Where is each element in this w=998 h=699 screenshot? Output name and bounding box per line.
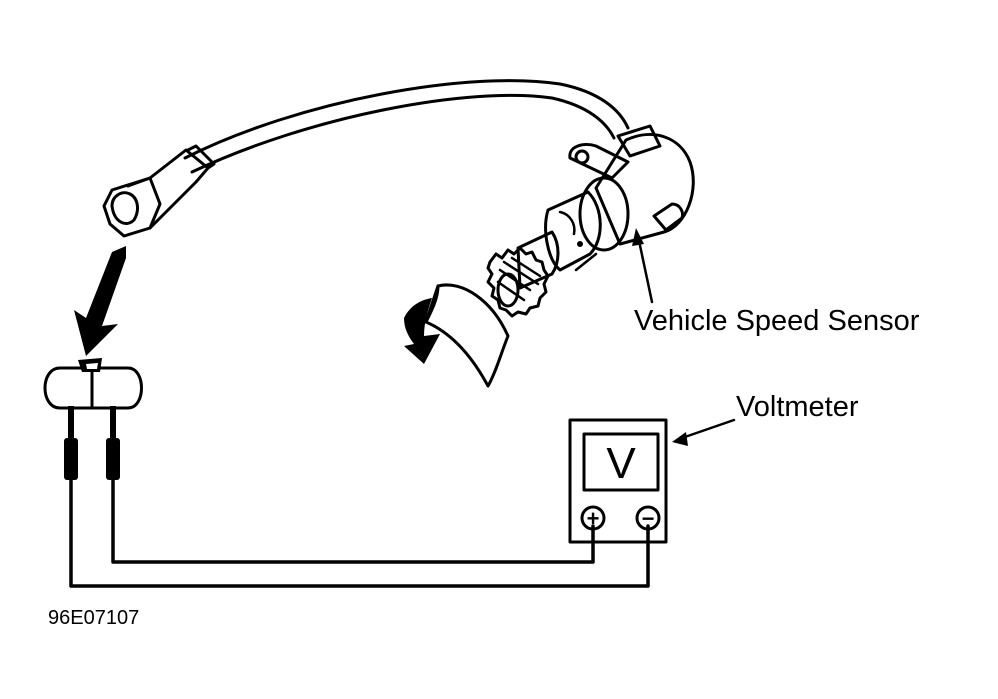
sensor-label: Vehicle Speed Sensor [634, 305, 920, 337]
vehicle-speed-sensor [486, 124, 695, 318]
harness-connector [102, 144, 216, 238]
drive-gear [486, 246, 550, 318]
connector-down-arrow [74, 246, 126, 356]
sensor-pointer [632, 228, 654, 304]
test-connector [43, 358, 143, 410]
voltmeter-label: Voltmeter [736, 391, 859, 423]
meter-pointer [672, 418, 736, 446]
figure-id: 96E07107 [48, 607, 139, 629]
plus-terminal-symbol: + [587, 506, 600, 531]
probe-left [64, 406, 78, 480]
test-leads [69, 478, 650, 588]
voltmeter-display: V [606, 439, 636, 488]
sensor-cable [183, 79, 630, 174]
plus-terminal: + [580, 505, 606, 531]
minus-terminal-symbol: − [642, 506, 655, 531]
voltmeter: V + − [568, 418, 668, 544]
minus-terminal: − [635, 505, 661, 531]
probe-right [106, 406, 120, 480]
rotation-arrow [404, 283, 510, 388]
